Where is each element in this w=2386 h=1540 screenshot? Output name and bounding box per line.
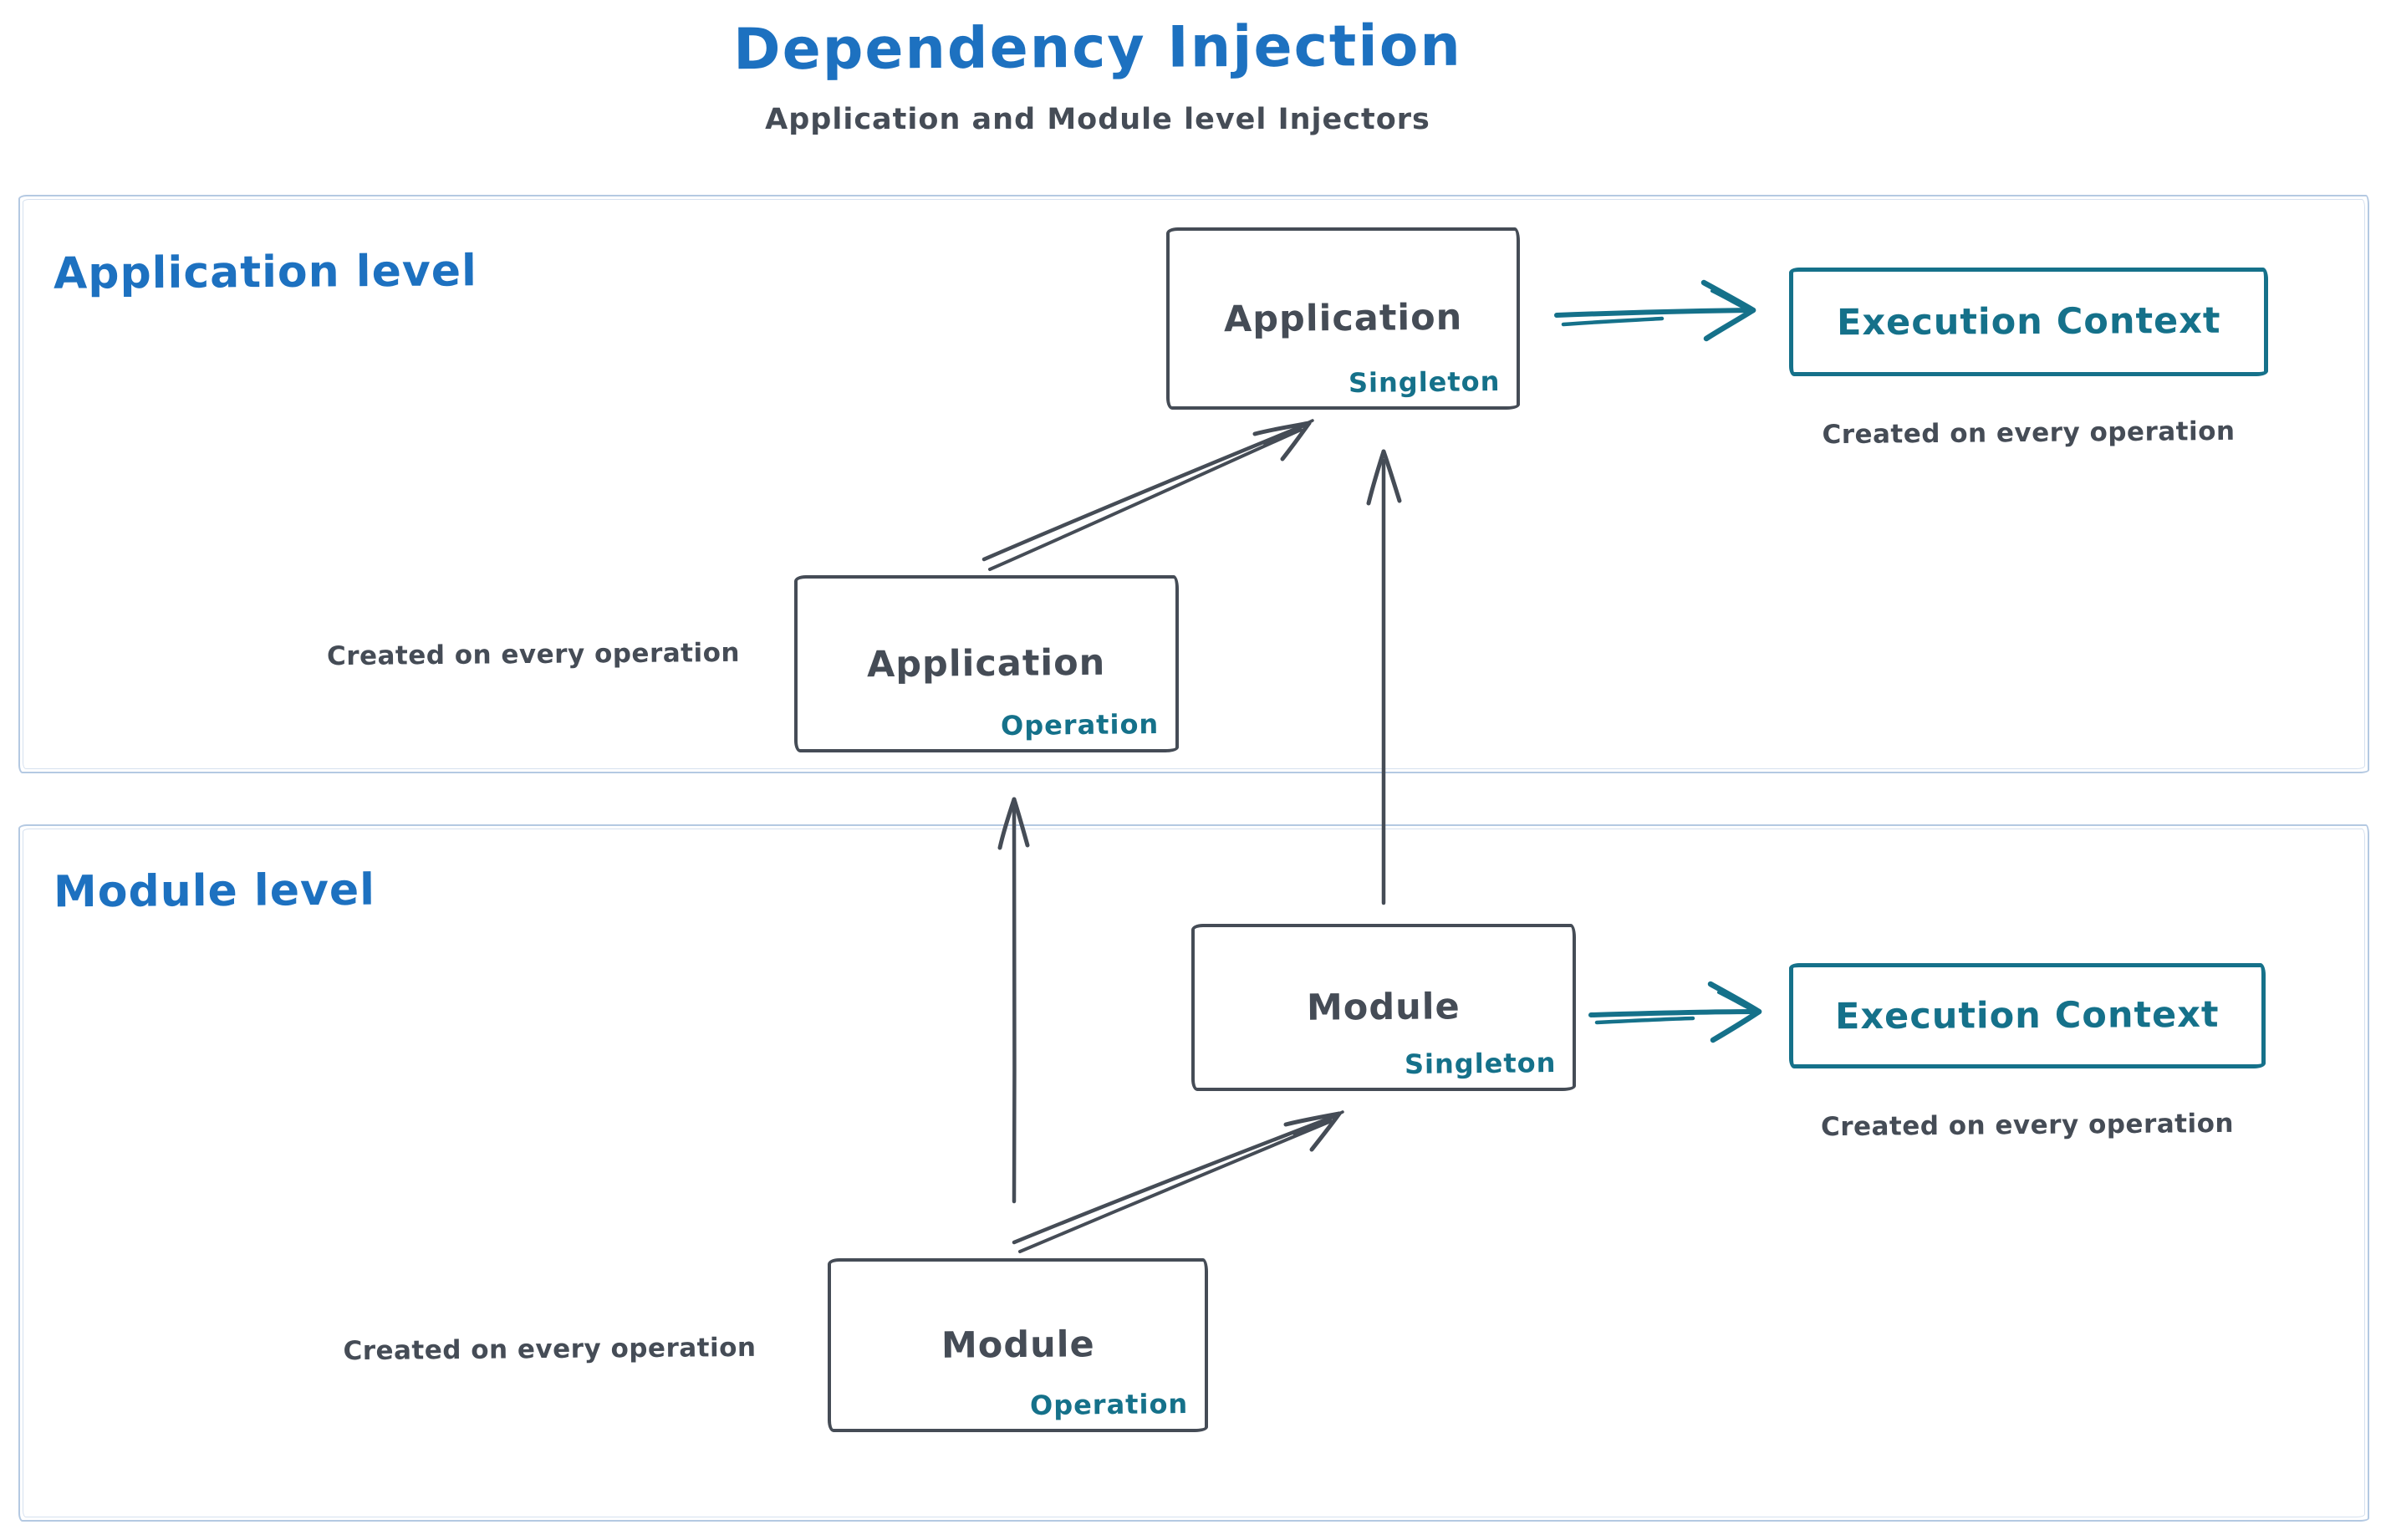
app-operation-box: Application Operation — [794, 575, 1179, 752]
diagram-header: Dependency Injection Application and Mod… — [429, 13, 1767, 136]
app-operation-scope-label: Operation — [1000, 708, 1160, 742]
app-operation-caption: Created on every operation — [326, 637, 741, 672]
module-singleton-box: Module Singleton — [1191, 924, 1576, 1091]
module-operation-scope-label: Operation — [1029, 1388, 1189, 1421]
module-operation-caption: Created on every operation — [343, 1332, 757, 1367]
diagram-title: Dependency Injection — [732, 13, 1463, 84]
app-operation-title: Application — [867, 641, 1106, 686]
app-singleton-scope-label: Singleton — [1348, 365, 1501, 399]
execution-context-app-title: Execution Context — [1836, 299, 2221, 344]
app-singleton-box: Application Singleton — [1166, 227, 1520, 410]
execution-context-app-caption: Created on every operation — [1822, 416, 2236, 451]
module-operation-title: Module — [941, 1323, 1095, 1367]
execution-context-module-box: Execution Context — [1789, 963, 2266, 1068]
module-level-container — [18, 824, 2369, 1522]
app-singleton-title: Application — [1223, 296, 1463, 341]
module-singleton-scope-label: Singleton — [1404, 1047, 1557, 1080]
execution-context-module-title: Execution Context — [1835, 993, 2220, 1038]
module-singleton-title: Module — [1306, 986, 1461, 1029]
execution-context-app-box: Execution Context — [1789, 268, 2268, 376]
application-level-container — [18, 195, 2369, 773]
module-level-label: Module level — [53, 864, 376, 918]
application-level-label: Application level — [53, 246, 478, 299]
diagram-subtitle: Application and Module level Injectors — [765, 103, 1430, 136]
module-operation-box: Module Operation — [828, 1258, 1208, 1432]
execution-context-module-caption: Created on every operation — [1820, 1108, 2235, 1143]
